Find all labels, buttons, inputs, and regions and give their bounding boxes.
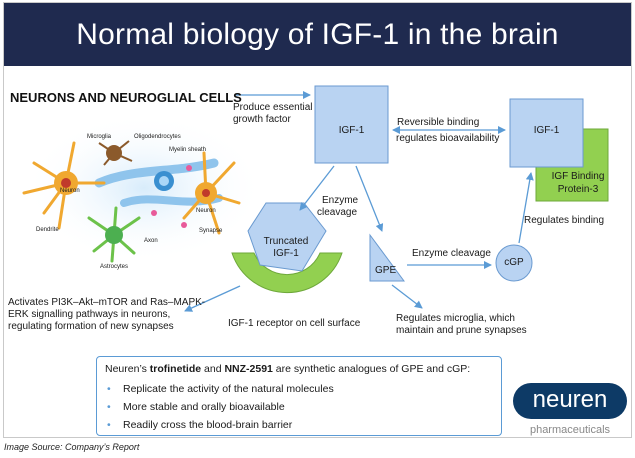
- label-astrocytes: Astrocytes: [100, 264, 129, 270]
- igf1-box-label: IGF-1: [338, 125, 365, 136]
- label-myelin-sheath: Myelin sheath: [169, 147, 207, 153]
- image-source-caption: Image Source: Company’s Report: [4, 442, 140, 452]
- cgp-circle: [495, 244, 533, 282]
- label-neuron-right: Neuron: [196, 208, 216, 214]
- note-bullet: •More stable and orally bioavailable: [107, 401, 285, 413]
- gpe-label: GPE: [375, 265, 397, 276]
- label-microglia: Microglia: [87, 134, 112, 140]
- slide-title: Normal biology of IGF-1 in the brain: [76, 17, 559, 51]
- slide: Normal biology of IGF-1 in the brain: [3, 2, 632, 438]
- diagram-graphics: [22, 85, 609, 312]
- microglia-note-2: maintain and prune synapses: [396, 325, 527, 336]
- analogues-note-box: Neuren’s trofinetide and NNZ-2591 are sy…: [96, 356, 502, 436]
- label-neuron-left: Neuron: [60, 188, 80, 194]
- note-drug-2: NNZ-2591: [224, 363, 273, 375]
- enzyme-cleavage-1: Enzyme: [322, 195, 359, 206]
- enzyme-cleavage-2: cleavage: [317, 207, 358, 218]
- note-bullet: •Replicate the activity of the natural m…: [107, 383, 334, 395]
- note-intro: Neuren’s trofinetide and NNZ-2591 are sy…: [105, 362, 493, 376]
- enzyme-cleavage-right: Enzyme cleavage: [412, 248, 491, 259]
- note-drug-1: trofinetide: [149, 363, 202, 375]
- igfbp3-label-1: IGF Binding: [551, 171, 605, 182]
- note-bullet: •Readily cross the blood-brain barrier: [107, 419, 293, 431]
- binding-label-2: regulates bioavailability: [396, 133, 500, 144]
- igf1-right-box-shape: [509, 98, 584, 168]
- igfbp3-label-2: Protein-3: [557, 184, 599, 195]
- label-synapse: Synapse: [199, 228, 223, 234]
- cgp-label: cGP: [504, 257, 524, 268]
- truncated-label-2: IGF-1: [273, 248, 299, 259]
- activates-line-2: ERK signalling pathways in neurons,: [8, 309, 171, 320]
- truncated-label-1: Truncated: [263, 236, 309, 247]
- produce-label: Produce essential growth factor: [233, 102, 313, 125]
- igf1-box-shape: [314, 85, 389, 164]
- neurons-heading: NEURONS AND NEUROGLIAL CELLS: [10, 90, 242, 105]
- microglia-note-1: Regulates microglia, which: [396, 313, 515, 324]
- regulates-binding: Regulates binding: [524, 215, 605, 226]
- neuren-logo: neuren: [513, 383, 627, 419]
- note-intro-3: are synthetic analogues of GPE and cGP:: [272, 363, 471, 375]
- note-bullet-list: •Replicate the activity of the natural m…: [105, 380, 493, 434]
- receptor-label: IGF-1 receptor on cell surface: [228, 318, 361, 329]
- label-axon: Axon: [144, 238, 158, 244]
- neuren-logo-subtitle: pharmaceuticals: [529, 424, 611, 436]
- label-oligodendrocytes: Oligodendrocytes: [134, 134, 181, 140]
- label-dendrite: Dendrite: [36, 227, 59, 233]
- neuron-illustration: [22, 113, 264, 263]
- note-intro-2: and: [201, 363, 225, 375]
- title-bar: Normal biology of IGF-1 in the brain: [4, 3, 631, 66]
- binding-label-1: Reversible binding: [397, 117, 480, 128]
- activates-line-3: regulating formation of new synapses: [8, 321, 174, 332]
- arrows: [184, 91, 534, 312]
- gpe-triangle: [369, 233, 405, 282]
- note-intro-1: Neuren’s: [105, 363, 150, 375]
- igf1-right-box-label: IGF-1: [533, 125, 560, 136]
- activates-line-1: Activates PI3K–Akt–mTOR and Ras–MAPK-: [8, 297, 206, 308]
